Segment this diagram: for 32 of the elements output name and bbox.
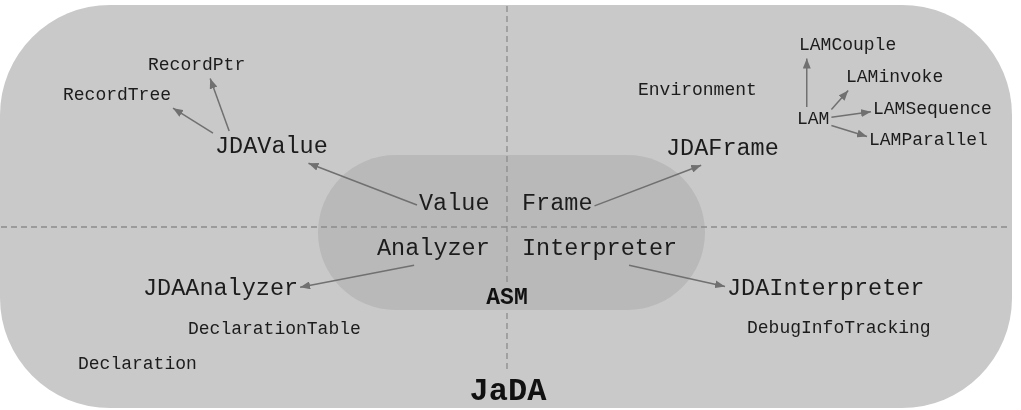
arrow: [802, 57, 811, 108]
component-label: Value: [419, 190, 490, 219]
component-label: RecordPtr: [148, 55, 246, 77]
arrow: [628, 264, 726, 289]
outer-panel: [0, 5, 1012, 408]
region-title: ASM: [486, 287, 528, 310]
component-label: LAM: [797, 109, 830, 131]
component-label: Environment: [638, 80, 757, 102]
region-title: JaDA: [469, 376, 547, 408]
component-label: RecordTree: [63, 85, 172, 107]
arrow: [172, 107, 214, 134]
arrow: [299, 264, 415, 290]
arrow: [307, 162, 418, 206]
component-label: Analyzer: [377, 235, 490, 264]
arrow: [830, 124, 868, 138]
arrow: [830, 89, 849, 111]
component-label: Declaration: [78, 354, 197, 376]
component-label: Interpreter: [522, 235, 678, 264]
component-label: JDAFrame: [666, 135, 779, 164]
component-label: LAMCouple: [799, 35, 897, 57]
component-label: JDAValue: [215, 133, 328, 162]
arrow: [209, 77, 230, 132]
component-label: DebugInfoTracking: [747, 318, 931, 340]
arrow: [830, 109, 872, 118]
component-label: LAMSequence: [873, 99, 992, 121]
component-label: JDAInterpreter: [727, 275, 925, 304]
component-label: Frame: [522, 190, 593, 219]
arrow: [593, 164, 702, 207]
component-label: DeclarationTable: [188, 319, 361, 341]
component-label: JDAAnalyzer: [143, 275, 299, 304]
component-label: LAMParallel: [869, 130, 988, 152]
component-label: LAMinvoke: [846, 67, 944, 89]
